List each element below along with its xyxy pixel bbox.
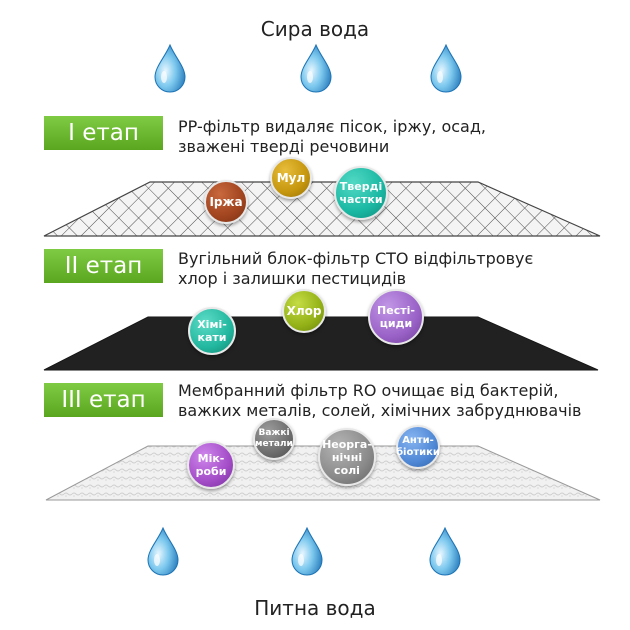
stage-3-description-line-2: важких металів, солей, хімічних забрудню… [178, 401, 582, 420]
raw-water-label: Сира вода [260, 17, 370, 41]
drinking-water-label: Питна вода [254, 596, 376, 620]
particle-inorganic-salts: Неорга-нічні солі [318, 428, 376, 486]
particle-pesticides: Песті-циди [368, 289, 424, 345]
stage-1-description-line-1: PP-фільтр видаляє пісок, іржу, осад, [178, 117, 486, 136]
stage-1-badge: I етап [44, 116, 163, 150]
stage-2-badge: II етап [44, 249, 163, 283]
particle-rust: Іржа [204, 180, 248, 224]
carbon-block-filter-layer [43, 316, 599, 371]
stage-2-description-line-2: хлор і залишки пестицидів [178, 269, 407, 288]
water-drop-icon [147, 526, 179, 576]
pp-mesh-filter-layer [43, 181, 601, 237]
stage-3-badge: III етап [44, 383, 163, 417]
water-drop-icon [429, 526, 461, 576]
particle-heavy-metals: Важкі метали [253, 418, 295, 460]
stage-1-description-line-2: зважені тверді речовини [178, 137, 390, 156]
stage-1-description: PP-фільтр видаляє пісок, іржу, осад, зва… [178, 117, 486, 157]
ro-membrane-filter-layer [45, 445, 601, 501]
water-drop-icon [300, 43, 332, 93]
stage-2-description-line-1: Вугільний блок-фільтр CTO відфільтровує [178, 249, 534, 268]
stage-3-description: Мембранний фільтр RO очищає від бактерій… [178, 381, 581, 421]
particle-chlorine: Хлор [282, 289, 326, 333]
water-drop-icon [430, 43, 462, 93]
water-drop-icon [154, 43, 186, 93]
stage-3-description-line-1: Мембранний фільтр RO очищає від бактерій… [178, 381, 559, 400]
particle-antibiotics: Анти-біотики [396, 425, 440, 469]
particle-microbes: Мік-роби [187, 441, 235, 489]
particle-solids: Тверді частки [334, 166, 388, 220]
stage-2-description: Вугільний блок-фільтр CTO відфільтровує … [178, 249, 533, 289]
water-drop-icon [291, 526, 323, 576]
particle-silt: Мул [270, 157, 312, 199]
particle-chemicals: Хімі-кати [188, 307, 236, 355]
